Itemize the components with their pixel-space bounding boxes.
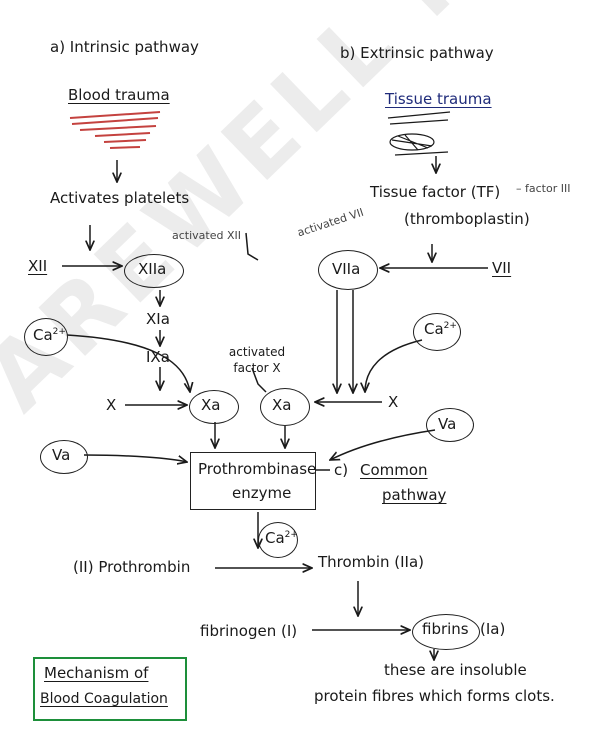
- activates-platelets-label: Activates platelets: [50, 189, 190, 207]
- title-box: [33, 657, 187, 721]
- ca-common-label: Ca2+: [265, 529, 298, 547]
- title-line1: Mechanism of: [44, 664, 149, 682]
- factor-x-left-label: X: [106, 396, 117, 414]
- prothrombinase-box: [190, 452, 316, 510]
- factor-xia-label: XIa: [146, 310, 170, 328]
- factor-viia-label: VIIa: [332, 260, 361, 278]
- common-heading-line2: pathway: [382, 486, 447, 504]
- prothrombinase-line1: Prothrombinase: [198, 460, 317, 478]
- thromboplastin-label: (thromboplastin): [404, 210, 530, 228]
- fibrins-circle: [412, 614, 480, 650]
- factor-xa-right-label: Xa: [272, 396, 292, 414]
- factor-x-right-label: X: [388, 393, 399, 411]
- viia-circle: [318, 250, 378, 290]
- extrinsic-heading: b) Extrinsic pathway: [340, 44, 494, 62]
- blood-trauma-illustration: [69, 111, 161, 149]
- factor-ixa-label: IXa: [146, 348, 170, 366]
- title-line2: Blood Coagulation: [40, 691, 168, 707]
- prothrombinase-line2: enzyme: [232, 484, 292, 502]
- va-left-circle: [40, 440, 88, 474]
- xa-left-circle: [189, 390, 239, 424]
- factor-va-left-label: Va: [52, 446, 71, 464]
- ca-right-circle: [413, 313, 461, 351]
- intrinsic-heading: a) Intrinsic pathway: [50, 38, 199, 56]
- note-line1: these are insoluble: [384, 661, 527, 679]
- activated-xii-label: activated XII: [172, 229, 241, 242]
- ca-common-circle: [258, 522, 298, 558]
- tissue-trauma-illustration: [387, 111, 451, 156]
- activated-factor-x-label: activated factor X: [228, 345, 286, 375]
- tissue-factor-label: Tissue factor (TF): [370, 183, 501, 201]
- blood-trauma-label: Blood trauma: [68, 86, 170, 104]
- xa-right-circle: [260, 388, 310, 426]
- factor-xa-left-label: Xa: [201, 396, 221, 414]
- prothrombin-label: (II) Prothrombin: [73, 558, 191, 576]
- ca-right-label: Ca2+: [424, 320, 457, 338]
- factor-va-right-label: Va: [438, 415, 457, 433]
- factor-xii-label: XII: [28, 257, 48, 275]
- factor-vii-label: VII: [492, 259, 512, 277]
- thrombin-label: Thrombin (IIa): [318, 553, 425, 571]
- factor-xiia-label: XIIa: [138, 260, 167, 278]
- tissue-trauma-label: Tissue trauma: [385, 90, 492, 108]
- fibrinogen-label: fibrinogen (I): [200, 622, 298, 640]
- common-prefix: c): [334, 461, 349, 479]
- fibrin-code-label: (Ia): [480, 620, 506, 638]
- ca-left-circle: [24, 318, 68, 356]
- factor-iii-label: – factor III: [516, 182, 571, 195]
- note-line2: protein fibres which forms clots.: [314, 687, 555, 705]
- va-right-circle: [426, 408, 474, 442]
- ca-left-label: Ca2+: [33, 326, 66, 344]
- common-heading-line1: Common: [360, 461, 428, 479]
- fibrins-label: fibrins: [422, 620, 469, 638]
- xiia-circle: [124, 254, 184, 288]
